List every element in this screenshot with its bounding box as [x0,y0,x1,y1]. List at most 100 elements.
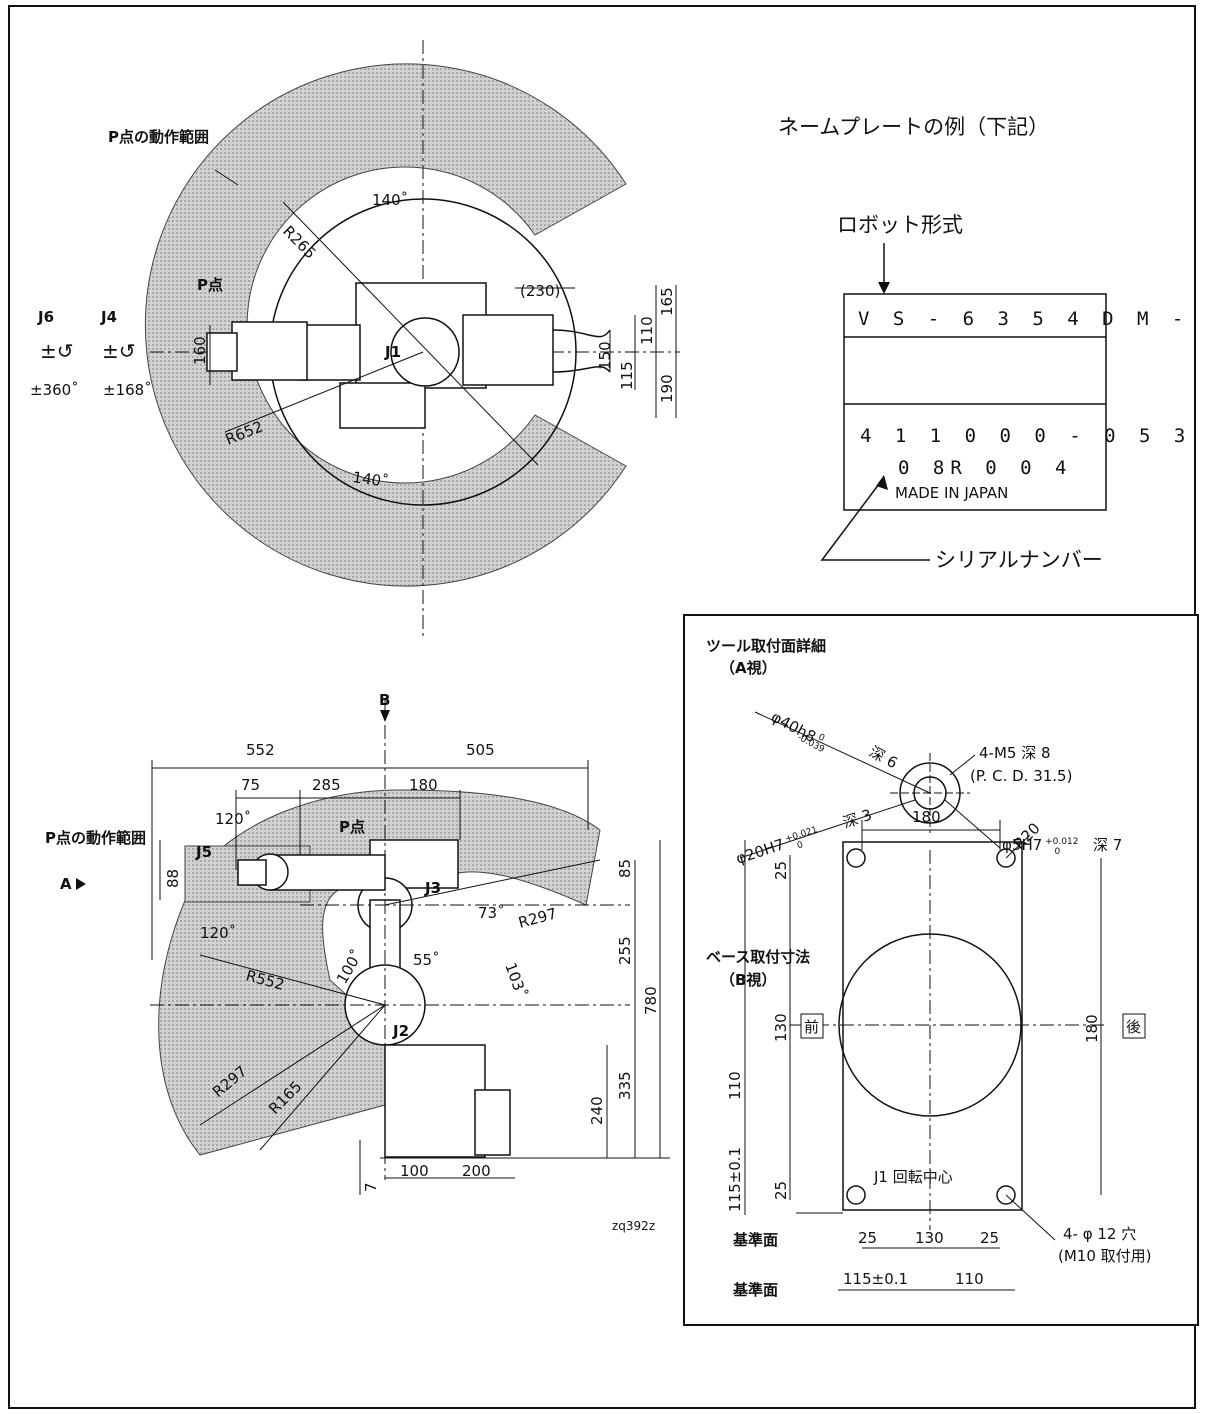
side-angle-120-bottom: 120˚ [200,924,236,942]
nameplate-model: V S - 6 3 5 4 D M - W [858,308,1206,330]
side-dim-285: 285 [312,776,341,794]
base-dim-25-top: 25 [772,861,790,880]
top-view-dim-lines [209,285,677,418]
top-dim-165: 165 [658,287,676,316]
base-dim-110-left: 110 [726,1071,744,1100]
side-j2: J2 [392,1022,409,1040]
side-dim-88: 88 [164,869,182,888]
base-dim-lines [744,820,1102,1291]
top-range-label: P点の動作範囲 [108,128,209,146]
side-dim-552: 552 [246,741,275,759]
ref-plane-2: 基準面 [732,1281,778,1299]
front-box [800,1013,824,1039]
phi20-label-tol-lower: 0 [796,840,805,851]
j6-rotation-icon: ±↺ [40,339,74,363]
base-dim-180-right: 180 [1083,1014,1101,1043]
side-angle-103: 103˚ [501,960,530,1000]
base-bottom-130: 130 [915,1229,944,1247]
nameplate-example: ネームプレートの例（下記） ロボット形式 V S - 6 3 5 4 D M -… [778,115,1206,572]
base-hole-tr [996,848,1016,868]
top-j6-range: ±360˚ [30,381,79,399]
top-view-range-area [144,63,627,587]
phi5-depth: 深 7 [1093,836,1122,854]
serial-label: シリアルナンバー [935,548,1103,572]
base-dim-180-top: 180 [912,808,941,826]
top-r265: R265 [279,222,319,262]
top-p-point-label: P点 [197,276,223,294]
side-view: B A P点の動作範囲 P点 J3 J2 J5 552 505 75 285 1… [45,691,670,1233]
tool-title: ツール取付面詳細 [706,637,826,655]
base-bottom2-115: 115±0.1 [843,1270,908,1288]
b-label: B [379,691,390,709]
side-r297-upper: R297 [516,904,558,931]
pcd-label: (P. C. D. 31.5) [970,767,1072,785]
r265-leader [282,201,539,466]
nameplate-box [843,293,1107,511]
side-dim-7: 7 [362,1182,380,1192]
side-angle-120-top: 120˚ [215,810,251,828]
base-dim-130-left: 130 [772,1013,790,1042]
side-dim-100: 100 [400,1162,429,1180]
base-dim-25-bottom: 25 [772,1181,790,1200]
top-dim-160: 160 [191,336,209,365]
hole-spec: 4- φ 12 穴 [1063,1225,1136,1243]
side-dim-240: 240 [588,1096,606,1125]
side-dim-335: 335 [616,1071,634,1100]
base-title: ベース取付寸法 [706,948,810,966]
figure-id: zq392z [612,1219,655,1233]
side-angle-55: 55˚ [413,951,440,969]
top-angle-140-lower: 140˚ [351,468,389,491]
side-dim-780: 780 [642,986,660,1015]
base-bottom-25-b: 25 [980,1229,999,1247]
base-dim-115-left: 115±0.1 [726,1147,744,1212]
rear-label: 後 [1126,1018,1141,1036]
top-angle-140-upper: 140˚ [372,191,408,209]
a-label: A [60,875,72,893]
side-range-label: P点の動作範囲 [45,829,146,847]
detail-box [683,614,1199,1326]
top-dim-190: 190 [658,374,676,403]
top-dim-230: (230) [520,282,560,300]
side-dim-255: 255 [616,936,634,965]
side-j3: J3 [424,879,441,897]
top-dim-110: 110 [638,316,656,345]
m5-label: 4-M5 深 8 [979,744,1051,762]
top-dim-150: 150 [596,341,614,370]
rotation-center-label: J1 回転中心 [873,1168,953,1186]
side-dim-85: 85 [616,859,634,878]
top-j1: J1 [384,343,401,361]
base-bottom2-110: 110 [955,1270,984,1288]
ref-plane-1: 基準面 [732,1231,778,1249]
side-dim-200: 200 [462,1162,491,1180]
b-view-arrow [380,710,390,722]
nameplate-part-no: 4 1 1 0 0 0 - 0 5 3 0 [860,425,1206,447]
hole-note: (M10 取付用) [1058,1247,1152,1265]
nameplate-origin: MADE IN JAPAN [895,484,1008,502]
robot-top-body [206,282,611,429]
side-dim-75: 75 [241,776,260,794]
side-p-point-label: P点 [339,818,365,836]
top-dim-115: 115 [618,361,636,390]
tool-view: （A視） [720,659,777,677]
detail-panel: ツール取付面詳細 （A視） φ40h8 0-0.039 深 6 4-M5 深 8… [683,614,1199,1326]
nameplate-serial: 0 8R 0 0 4 [898,457,1072,479]
base-hole-bl [846,1185,866,1205]
phi5-label-tol-lower: 0 [1054,847,1060,857]
base-hole-br [996,1185,1016,1205]
side-view-dim-lines [151,760,670,1195]
side-dim-505: 505 [466,741,495,759]
side-angle-73: 73˚ [478,904,505,922]
model-label: ロボット形式 [837,213,963,237]
side-dim-180: 180 [409,776,438,794]
base-bottom-25-a: 25 [858,1229,877,1247]
j4-rotation-icon: ±↺ [102,339,136,363]
top-view: P点の動作範囲 P点 140˚ 140˚ R265 R652 J1 J6 J4 … [30,40,680,640]
top-j4: J4 [100,308,117,326]
base-view: （B視） [720,971,776,989]
front-label: 前 [804,1018,819,1036]
side-j5: J5 [195,843,212,861]
a-view-arrow [76,878,86,890]
phi5-label-tol-upper: +0.012 [1042,837,1078,847]
rear-box [1122,1013,1146,1039]
